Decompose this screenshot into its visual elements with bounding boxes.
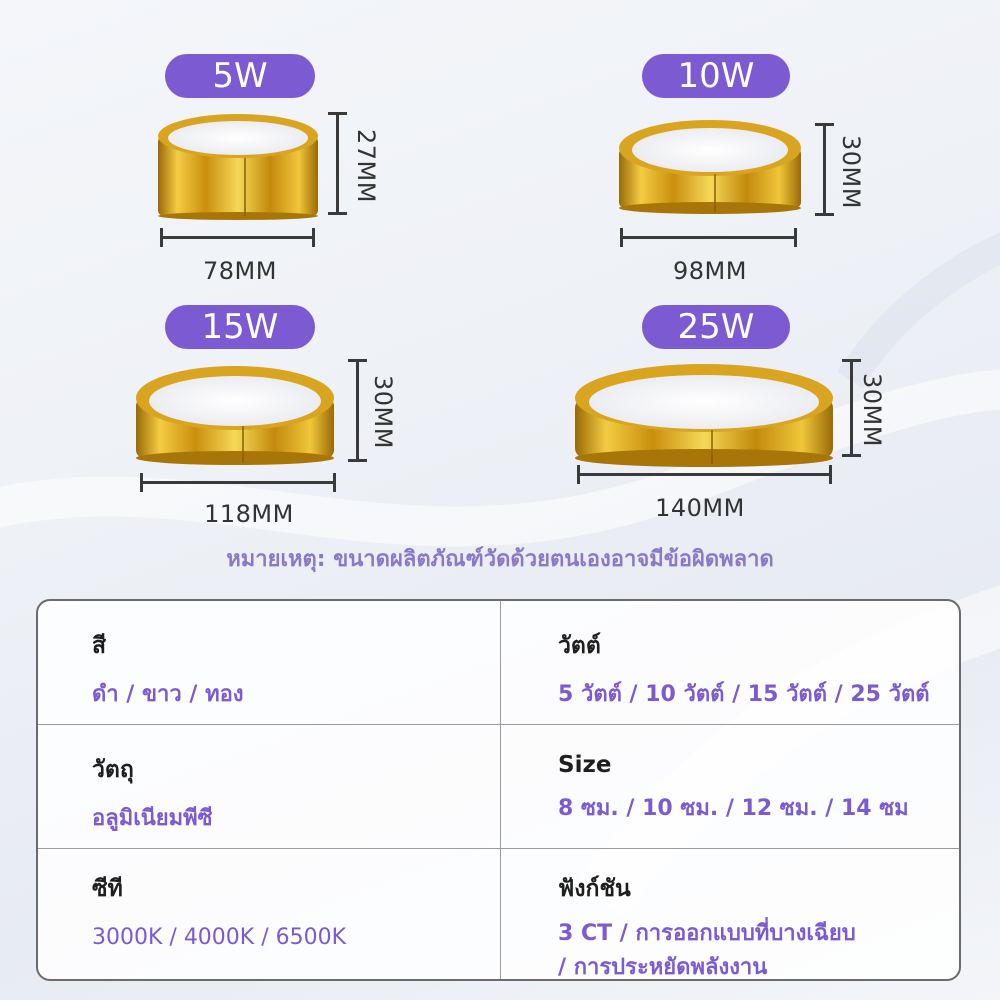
spec-table: สี ดำ / ขาว / ทอง วัตต์ 5 วัตต์ / 10 วัต…: [36, 599, 961, 981]
height-dimension-line: [842, 359, 861, 457]
spec-label: วัตถุ: [92, 757, 134, 783]
measurement-note: หมายเหตุ: ขนาดผลิตภัณฑ์วัดด้วยตนเองอาจมี…: [226, 547, 774, 572]
spec-value: ดำ / ขาว / ทอง: [92, 682, 244, 707]
height-dimension-line: [348, 359, 367, 462]
height-label: 30MM: [369, 375, 397, 449]
spec-value: 3000K / 4000K / 6500K: [92, 925, 347, 950]
height-label: 30MM: [858, 373, 886, 447]
spec-material: วัตถุ อลูมิเนียมพีซี: [92, 752, 213, 836]
spec-value: 5 วัตต์ / 10 วัตต์ / 15 วัตต์ / 25 วัตต์: [558, 682, 930, 707]
height-label: 27MM: [352, 129, 380, 203]
height-dimension-line: [328, 112, 347, 215]
watt-badge: 5W: [165, 54, 315, 98]
spec-cct: ซีที 3000K / 4000K / 6500K: [92, 871, 346, 955]
row-divider: [38, 724, 959, 725]
gold-downlight-image: [158, 114, 318, 220]
spec-value: 3 CT / การออกแบบที่บางเฉียบ / การประหยัด…: [558, 917, 856, 980]
width-dimension-line: [140, 473, 336, 492]
column-divider: [500, 601, 501, 979]
width-dimension-line: [160, 228, 315, 247]
width-label: 118MM: [204, 500, 294, 528]
spec-value: อลูมิเนียมพีซี: [92, 806, 213, 831]
width-label: 78MM: [203, 257, 277, 285]
spec-value-line: 3 CT / การออกแบบที่บางเฉียบ: [558, 921, 856, 946]
spec-label: Size: [558, 752, 612, 778]
spec-label: ซีที: [92, 876, 123, 902]
watt-badge: 25W: [642, 305, 790, 349]
spec-label: ฟังก์ชัน: [558, 876, 631, 902]
width-label: 98MM: [673, 257, 747, 285]
width-dimension-line: [620, 228, 797, 247]
width-label: 140MM: [655, 494, 745, 522]
spec-value-line: / การประหยัดพลังงาน: [558, 955, 768, 980]
gold-downlight-image: [136, 366, 334, 465]
spec-label: สี: [92, 633, 107, 659]
gold-downlight-image: [575, 364, 833, 467]
width-dimension-line: [577, 465, 832, 484]
row-divider: [38, 848, 959, 849]
spec-label: วัตต์: [558, 633, 601, 659]
spec-color: สี ดำ / ขาว / ทอง: [92, 628, 244, 712]
spec-function: ฟังก์ชัน 3 CT / การออกแบบที่บางเฉียบ / ก…: [558, 871, 856, 980]
gold-downlight-image: [619, 120, 801, 214]
watt-badge: 10W: [642, 54, 790, 98]
height-label: 30MM: [837, 135, 865, 209]
spec-watt: วัตต์ 5 วัตต์ / 10 วัตต์ / 15 วัตต์ / 25…: [558, 628, 930, 712]
spec-size: Size 8 ซม. / 10 ซม. / 12 ซม. / 14 ซม: [558, 752, 909, 826]
height-dimension-line: [815, 123, 834, 216]
spec-value: 8 ซม. / 10 ซม. / 12 ซม. / 14 ซม: [558, 796, 909, 821]
watt-badge: 15W: [165, 305, 315, 349]
